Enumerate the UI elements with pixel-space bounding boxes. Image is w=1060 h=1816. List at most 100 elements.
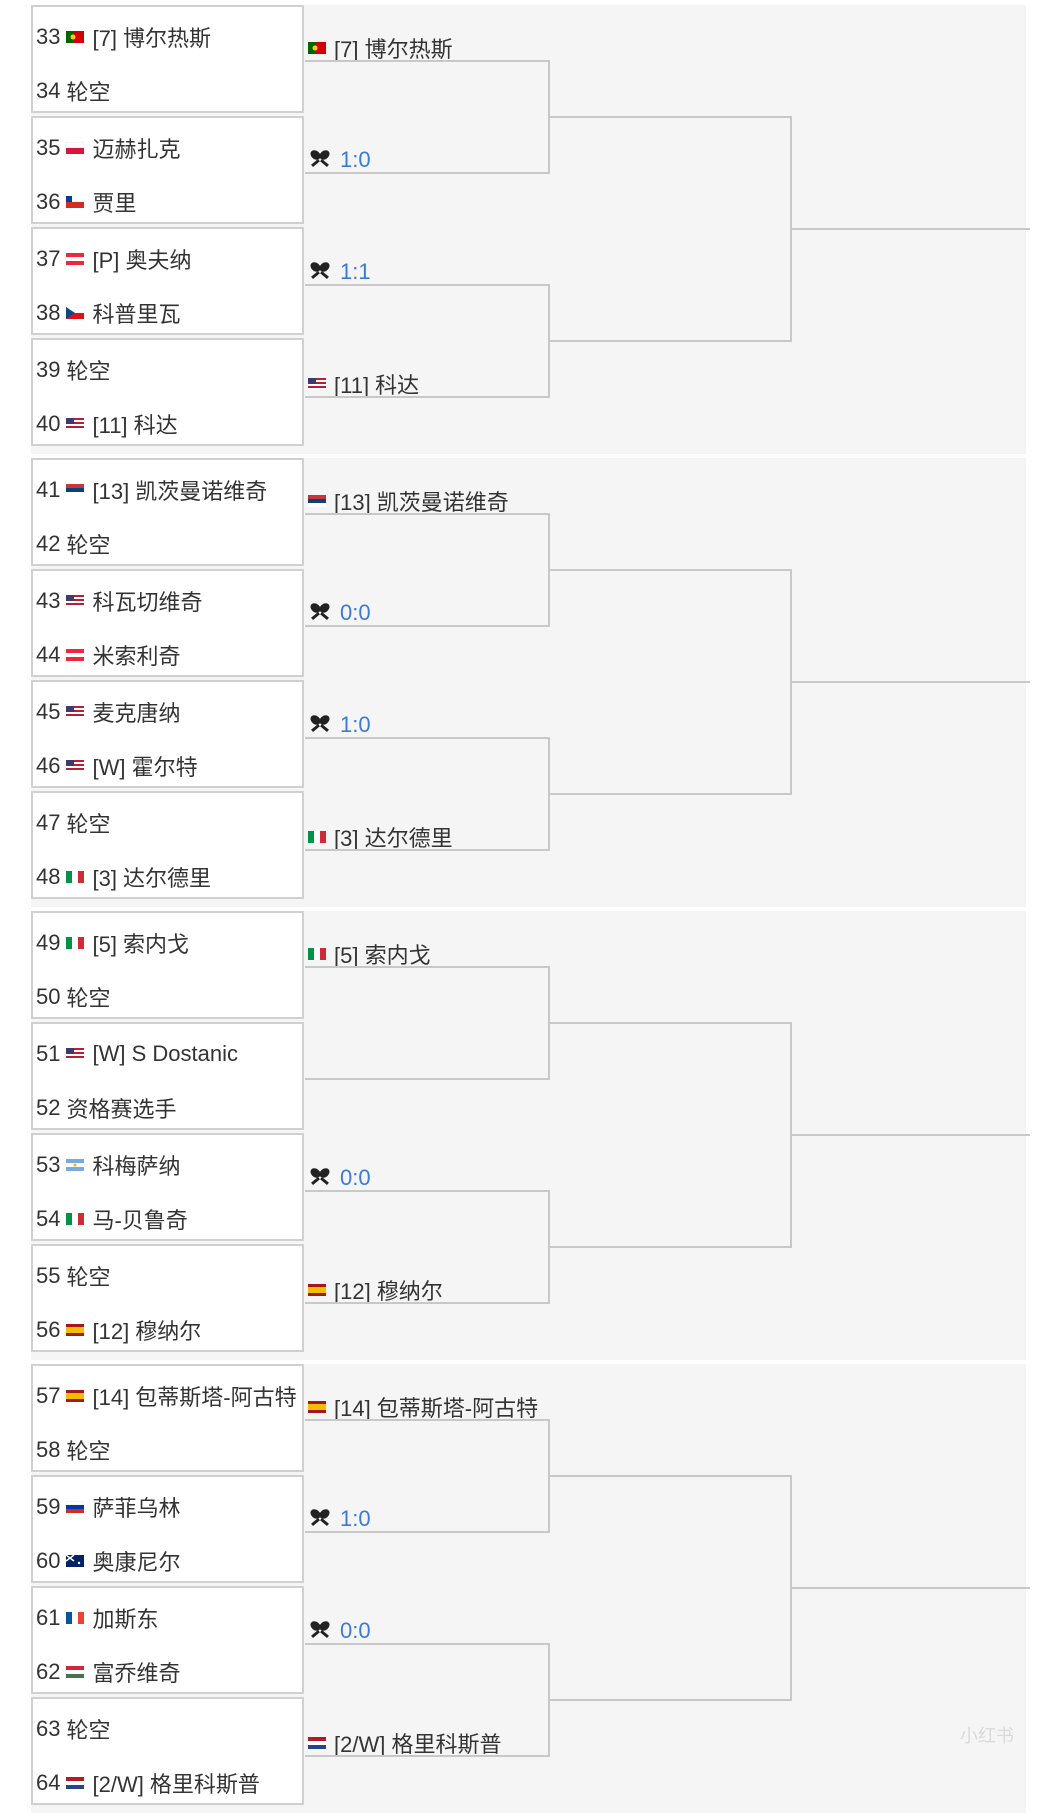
bracket-line (305, 172, 548, 174)
flag-argentina-icon (66, 1159, 85, 1171)
flag-usa-icon (66, 418, 85, 430)
match-score[interactable]: 1:0 (308, 710, 371, 740)
player-entry[interactable]: 37[P] 奥夫纳 (36, 244, 192, 274)
player-number: 45 (36, 699, 61, 724)
round2-player[interactable]: [3] 达尔德里 (308, 822, 453, 852)
bracket-line (548, 1699, 790, 1701)
player-entry[interactable]: 51 [W] S Dostanic (36, 1039, 238, 1069)
player-name: [14] 包蒂斯塔-阿古特 (334, 1396, 539, 1421)
player-name: [13] 凯茨曼诺维奇 (92, 479, 268, 504)
flag-usa-icon (66, 760, 85, 772)
tennis-racket-icon (310, 1509, 330, 1527)
player-entry[interactable]: 33[7] 博尔热斯 (36, 22, 211, 52)
bracket-line (305, 1190, 548, 1192)
bracket-line (305, 1078, 548, 1080)
flag-chile-icon (66, 196, 85, 208)
player-number: 43 (36, 588, 61, 613)
flag-spain-icon (308, 1284, 326, 1296)
flag-italy-icon (66, 1213, 85, 1225)
player-name: [7] 博尔热斯 (334, 37, 453, 62)
player-number: 54 (36, 1206, 61, 1231)
match-score[interactable]: 1:0 (308, 145, 371, 175)
player-name: [11] 科达 (334, 373, 420, 398)
score-value: 0:0 (340, 1618, 371, 1643)
match-score[interactable]: 0:0 (308, 598, 371, 628)
round2-player[interactable]: [14] 包蒂斯塔-阿古特 (308, 1392, 538, 1422)
round2-player[interactable]: [7] 博尔热斯 (308, 33, 453, 63)
round2-player[interactable]: [2/W] 格里科斯普 (308, 1728, 501, 1758)
tennis-racket-icon (310, 1621, 330, 1639)
player-entry[interactable]: 48[3] 达尔德里 (36, 862, 211, 892)
player-entry[interactable]: 46[W] 霍尔特 (36, 751, 198, 781)
score-value: 0:0 (340, 600, 371, 625)
player-entry[interactable]: 49[5] 索内戈 (36, 928, 189, 958)
round2-player[interactable]: [12] 穆纳尔 (308, 1275, 443, 1305)
player-number: 51 (36, 1041, 61, 1066)
flag-serbia-icon (308, 495, 326, 507)
player-entry[interactable]: 40[11] 科达 (36, 409, 178, 439)
tennis-racket-icon (310, 1168, 330, 1186)
match-score[interactable]: 1:1 (308, 257, 371, 287)
match-score[interactable]: 1:0 (308, 1504, 371, 1534)
player-name: [5] 索内戈 (334, 943, 431, 968)
player-name: 轮空 (66, 1718, 111, 1743)
match-score[interactable]: 0:0 (308, 1163, 371, 1193)
player-name: [13] 凯茨曼诺维奇 (334, 490, 509, 515)
bracket-line (305, 284, 548, 286)
player-entry[interactable]: 57[14] 包蒂斯塔-阿古特 (36, 1381, 297, 1411)
player-name: [12] 穆纳尔 (334, 1279, 443, 1304)
player-name: 加斯东 (92, 1607, 159, 1632)
round2-player[interactable]: [11] 科达 (308, 369, 419, 399)
player-number: 42 (36, 531, 61, 556)
score-value: 1:0 (340, 147, 371, 172)
player-name: [2/W] 格里科斯普 (92, 1772, 260, 1797)
player-name: 奥康尼尔 (92, 1550, 181, 1575)
player-number: 39 (36, 357, 61, 382)
flag-serbia-icon (66, 484, 85, 496)
round2-player[interactable]: [13] 凯茨曼诺维奇 (308, 486, 509, 516)
flag-czech-icon (66, 307, 85, 319)
player-entry[interactable]: 41[13] 凯茨曼诺维奇 (36, 475, 267, 505)
player-number: 47 (36, 810, 61, 835)
bracket-line (305, 1755, 548, 1757)
round2-player[interactable]: [5] 索内戈 (308, 939, 431, 969)
player-name: 科普里瓦 (92, 302, 181, 327)
player-number: 33 (36, 24, 61, 49)
score-value: 0:0 (340, 1165, 371, 1190)
bracket-line (305, 1531, 548, 1533)
match-pair (31, 1022, 304, 1130)
player-number: 35 (36, 135, 61, 160)
flag-italy-icon (66, 871, 85, 883)
player-entry[interactable]: 64[2/W] 格里科斯普 (36, 1768, 260, 1798)
match-score[interactable]: 0:0 (308, 1616, 371, 1646)
score-value: 1:1 (340, 259, 371, 284)
player-number: 37 (36, 246, 61, 271)
watermark: 小红书 (960, 1726, 1014, 1746)
bracket-line (548, 116, 790, 118)
player-entry[interactable]: 56[12] 穆纳尔 (36, 1315, 201, 1345)
player-name: [W] S Dostanic (92, 1041, 238, 1066)
player-name: 轮空 (66, 986, 111, 1011)
